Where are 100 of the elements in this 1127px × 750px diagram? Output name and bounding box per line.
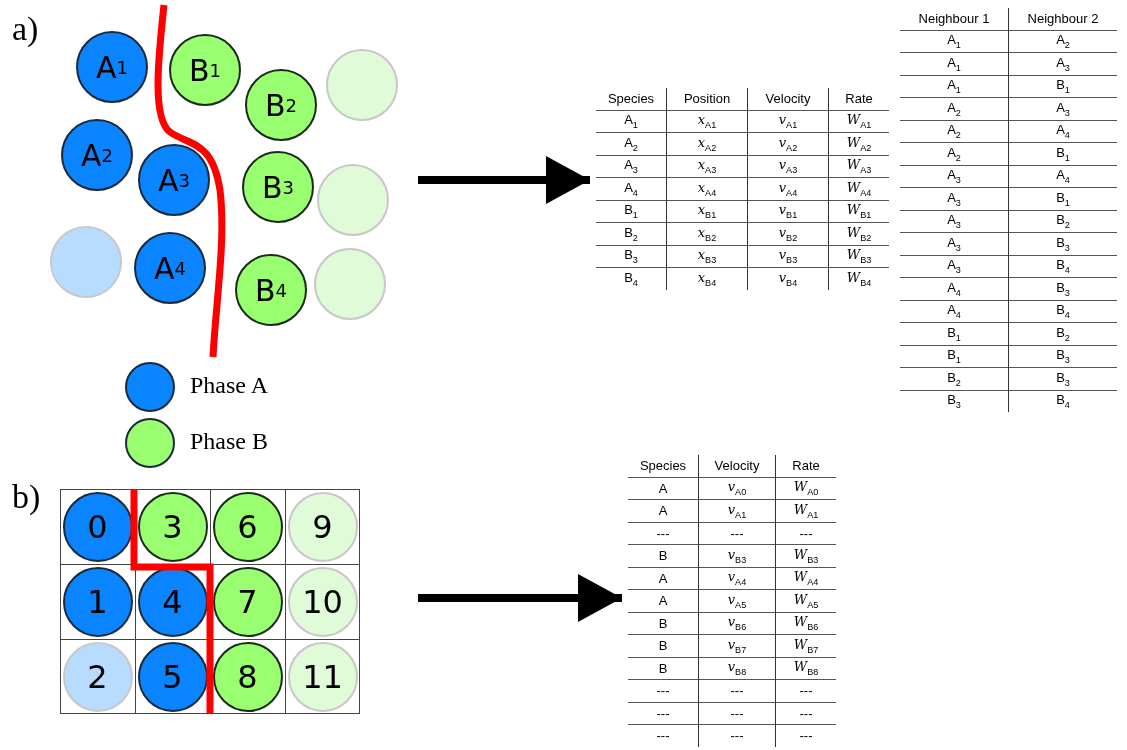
table-cell: B$_{4}$ [1056,392,1070,408]
table-cell: W$_{A4}$ [793,569,819,585]
table-cell: --- [656,705,670,721]
data-table [900,8,1117,412]
table-cell: x$_{A4}$ [697,179,717,195]
legend-label: Phase B [190,428,268,455]
table-cell: B$_{1}$ [947,347,961,363]
table-cell: --- [799,705,813,721]
particle-circle: 5 [137,641,208,712]
table-cell: A$_{2}$ [947,122,961,138]
table-cell: B$_{3}$ [1056,347,1070,363]
column-header: Rate [792,458,820,474]
table-cell: A$_{2}$ [947,99,961,115]
particle-circle: 2 [62,641,133,712]
table-cell: v$_{B8}$ [727,659,747,675]
table-cell: B$_{2}$ [624,224,638,240]
table-cell: v$_{B4}$ [778,269,798,285]
table-cell: v$_{A5}$ [727,591,747,607]
table-cell: A$_{1}$ [947,32,961,48]
table-cell: v$_{B7}$ [727,636,747,652]
table-cell: --- [799,525,813,541]
table-cell: W$_{A5}$ [793,591,819,607]
table-cell: x$_{A1}$ [697,112,717,128]
panel-label: a) [12,10,39,48]
table-cell: B$_{3}$ [1056,279,1070,295]
table-cell: B$_{1}$ [624,202,638,218]
column-header: Neighbour 2 [1027,11,1099,27]
table-cell: B$_{4}$ [1056,257,1070,273]
table-cell: A [658,593,668,609]
table-cell: A$_{4}$ [947,279,961,295]
table-cell: v$_{A4}$ [727,569,747,585]
table-cell: W$_{B4}$ [846,269,872,285]
table-cell: W$_{A1}$ [846,112,872,128]
table-cell: v$_{B3}$ [778,247,798,263]
table-cell: B$_{1}$ [947,324,961,340]
table-cell: A$_{2}$ [1056,32,1070,48]
table-cell: v$_{A1}$ [727,501,747,517]
particle-circle: 1 [62,566,133,637]
table-cell: x$_{B2}$ [697,224,717,240]
table-cell: W$_{B6}$ [793,614,819,630]
table-cell: B [658,638,668,654]
table-cell: --- [730,525,744,541]
particle-circle: 6 [212,491,283,562]
table-cell: --- [730,683,744,699]
panel-label: b) [12,478,41,516]
table-cell: W$_{A1}$ [793,501,819,517]
table-cell: --- [799,683,813,699]
table-cell: B [658,615,668,631]
table-cell: A$_{3}$ [947,189,961,205]
table-cell: A$_{3}$ [947,167,961,183]
table-cell: v$_{A3}$ [778,157,798,173]
table-cell: B$_{2}$ [1056,324,1070,340]
column-header: Species [607,91,655,107]
data-table [628,455,836,747]
table-cell: A$_{1}$ [947,77,961,93]
table-cell: B$_{4}$ [1056,302,1070,318]
table-cell: A [658,570,668,586]
table-cell: B$_{3}$ [1056,369,1070,385]
column-header: Velocity [714,458,760,474]
column-header: Species [639,458,687,474]
table-cell: --- [656,683,670,699]
table-cell: A$_{4}$ [947,302,961,318]
table-cell: A$_{3}$ [947,257,961,273]
column-header: Velocity [765,91,811,107]
table-cell: W$_{A3}$ [846,157,872,173]
table-cell: --- [730,705,744,721]
column-header: Neighbour 1 [918,11,990,27]
table-cell: A$_{2}$ [947,144,961,160]
table-cell: --- [656,525,670,541]
table-cell: A$_{3}$ [624,157,638,173]
column-header: Position [683,91,731,107]
table-cell: W$_{B1}$ [846,202,872,218]
table-cell: W$_{A0}$ [793,479,819,495]
table-cell: A$_{3}$ [1056,54,1070,70]
particle-circle: 8 [212,641,283,712]
table-cell: v$_{A0}$ [727,479,747,495]
table-cell: B$_{4}$ [624,269,638,285]
table-cell: v$_{B6}$ [727,614,747,630]
data-table [596,88,889,290]
table-cell: v$_{B1}$ [778,202,798,218]
table-cell: v$_{A4}$ [778,179,798,195]
table-cell: A [658,503,668,519]
table-cell: x$_{A3}$ [697,157,717,173]
table-cell: A$_{1}$ [947,54,961,70]
particle-circle: 10 [287,566,358,637]
table-cell: --- [656,728,670,744]
table-cell: A$_{2}$ [624,134,638,150]
table-cell: B$_{2}$ [1056,212,1070,228]
particle-circle: 11 [287,641,358,712]
table-cell: W$_{B3}$ [846,247,872,263]
table-cell: W$_{B2}$ [846,224,872,240]
particle-circle: 9 [287,491,358,562]
table-cell: A$_{4}$ [1056,167,1070,183]
table-cell: v$_{A1}$ [778,112,798,128]
table-cell: W$_{A2}$ [846,134,872,150]
table-cell: A$_{3}$ [947,212,961,228]
table-cell: B [658,548,668,564]
table-cell: W$_{A4}$ [846,179,872,195]
table-cell: B$_{2}$ [947,369,961,385]
table-cell: W$_{B7}$ [793,636,819,652]
